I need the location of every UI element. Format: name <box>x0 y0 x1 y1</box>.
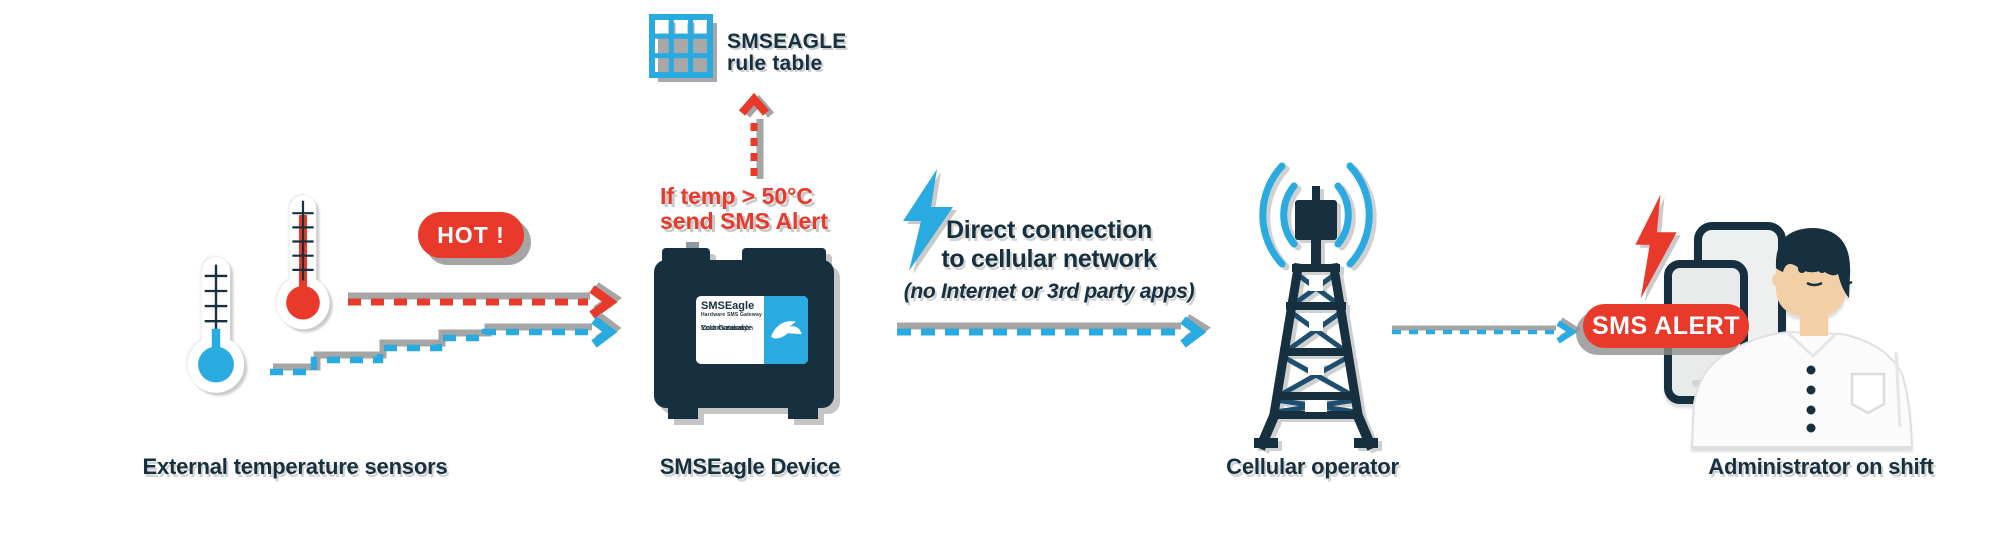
arrow-cold-signal <box>270 312 622 376</box>
up-arrow-icon <box>738 92 775 183</box>
connection-note: (no Internet or 3rd party apps) <box>903 280 1195 303</box>
device-front-label: SMSEagle Hardware SMS Gateway Your Gatew… <box>696 296 808 364</box>
hot-badge-text: HOT ! <box>437 221 505 248</box>
recipient-label: Administrator on shift <box>1708 454 1934 479</box>
rule-table-title: SMSEAGLE rule table <box>727 31 877 75</box>
alert-condition: If temp > 50°C send SMS Alert <box>660 184 850 234</box>
condition-line2: send SMS Alert <box>660 208 828 234</box>
lightning-red-icon <box>1635 194 1677 299</box>
operator-label: Cellular operator <box>1226 454 1399 479</box>
cell-tower-icon <box>1254 162 1378 451</box>
arrow-tower-to-phone <box>1392 317 1581 344</box>
thermometer-cold-icon <box>187 257 245 393</box>
connection-line2: to cellular network <box>941 245 1157 273</box>
rule-table-title-line2: rule table <box>727 52 823 75</box>
device-tagline-line3: Communication <box>701 323 754 332</box>
arrow-device-to-tower <box>897 314 1211 348</box>
radio-waves-icon <box>1259 162 1373 268</box>
arrow-hot-signal <box>348 282 623 319</box>
thermometer-hot-icon <box>276 195 330 330</box>
device-label-text: SMSEagle Hardware SMS Gateway Your Gatew… <box>696 296 764 364</box>
condition-line1: If temp > 50°C <box>660 183 813 209</box>
sensors-label: External temperature sensors <box>142 454 448 479</box>
rule-table-icon <box>649 14 717 82</box>
connection-text: Direct connection to cellular network (n… <box>888 216 1210 304</box>
device-brand-subtitle: Hardware SMS Gateway <box>701 312 762 318</box>
sms-alert-badge: SMS ALERT <box>1583 304 1749 348</box>
device-tagline-line1: Your Gateway <box>701 323 748 332</box>
device-foot <box>668 404 698 419</box>
smseagle-device: SMSEagle Hardware SMS Gateway Your Gatew… <box>650 240 840 422</box>
eagle-logo-icon <box>764 296 808 364</box>
device-brand: SMSEagle <box>701 300 755 312</box>
lightning-blue-icon <box>903 169 953 271</box>
hot-badge: HOT ! <box>418 212 524 258</box>
connection-line1: Direct connection <box>945 216 1153 244</box>
device-foot <box>788 404 818 419</box>
person-icon <box>1690 228 1914 448</box>
tower-structure <box>1254 186 1378 451</box>
rule-table-title-line1: SMSEAGLE <box>727 30 847 53</box>
device-tagline-line2: to Unbreakable <box>701 323 752 332</box>
sms-alert-text: SMS ALERT <box>1591 311 1741 340</box>
device-label: SMSEagle Device <box>659 454 841 479</box>
